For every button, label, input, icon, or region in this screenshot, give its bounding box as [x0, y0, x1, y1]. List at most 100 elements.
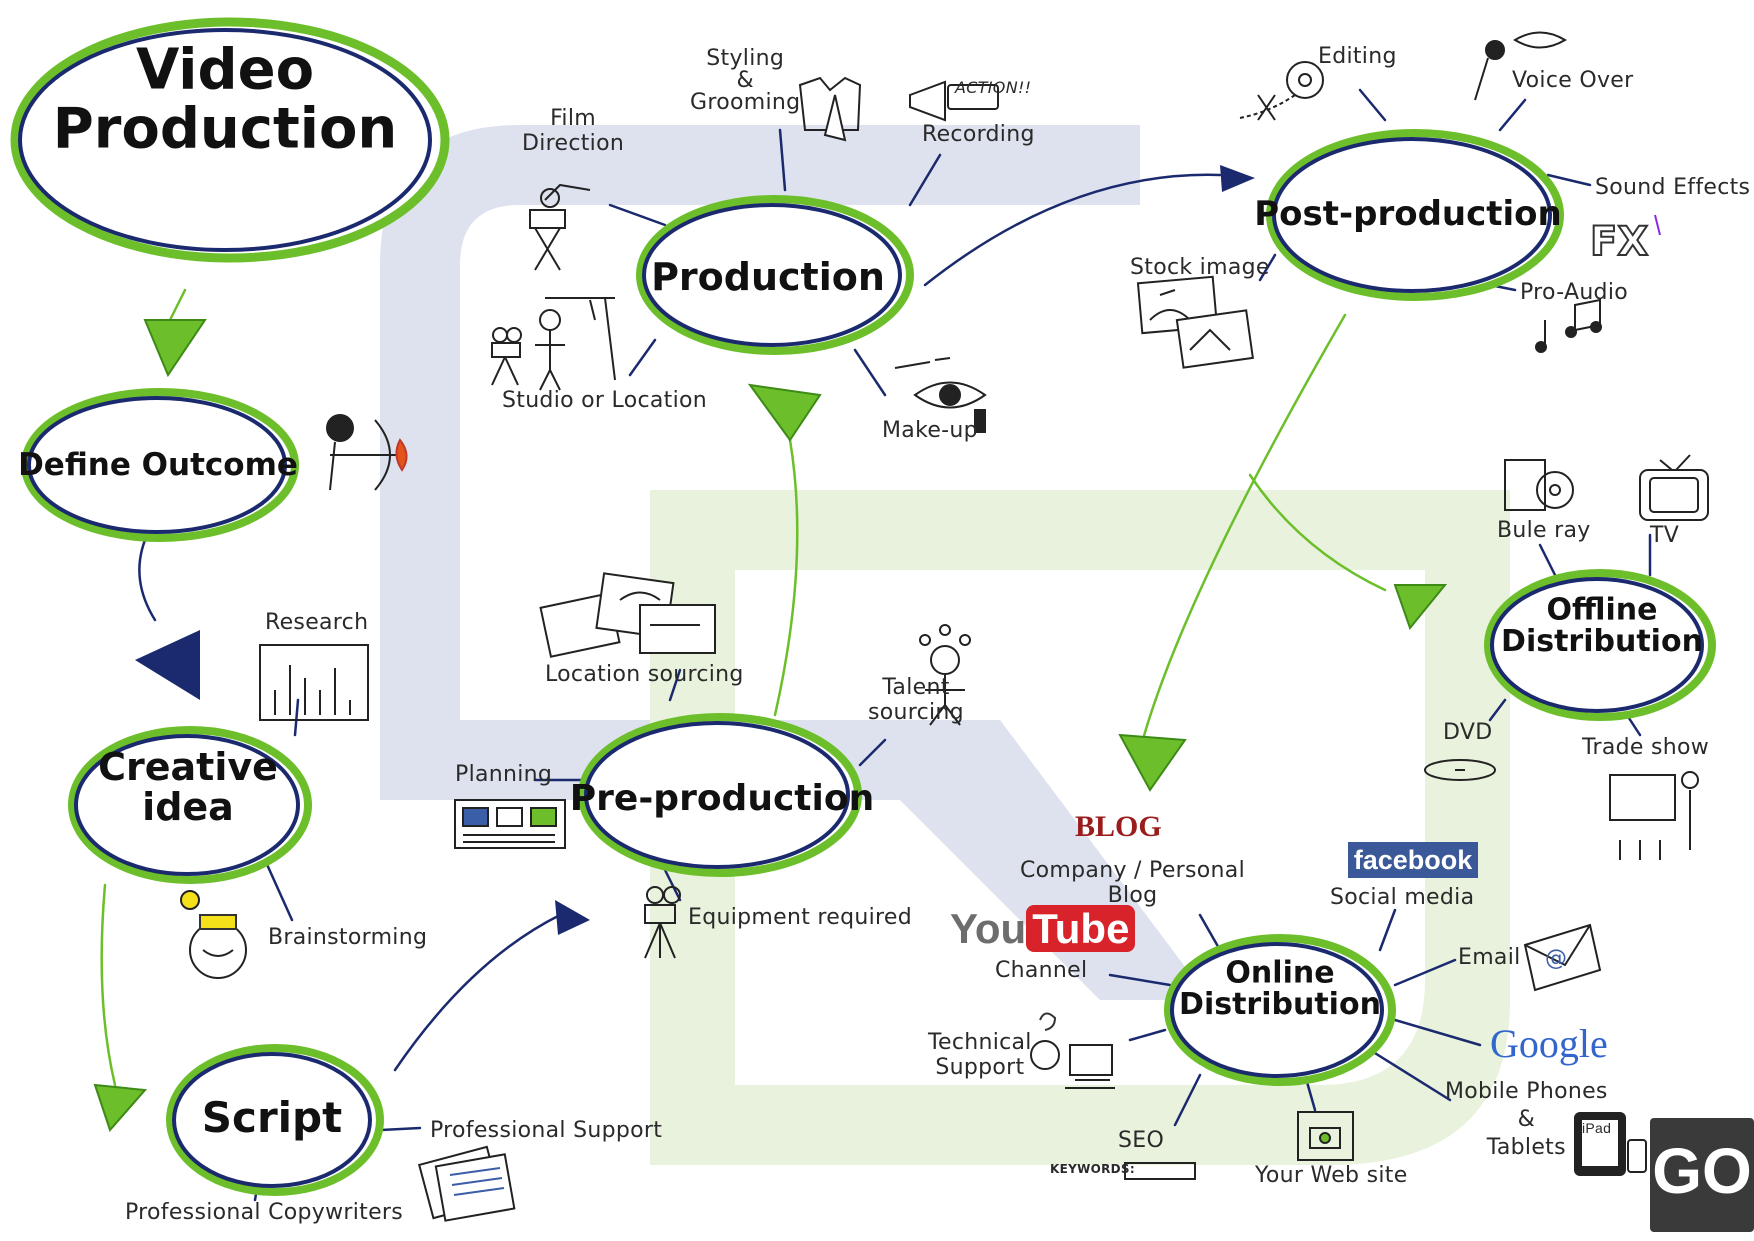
label-mobile-phones-tablets-text: Mobile Phones & Tablets	[1445, 1078, 1608, 1162]
label-line: Support	[935, 1055, 1025, 1080]
label-brainstorming: Brainstorming	[268, 925, 428, 950]
presentation-icon	[1609, 771, 1699, 860]
label-pro-audio: Pro-Audio	[1520, 280, 1628, 305]
node-script: Script	[202, 1093, 342, 1142]
planning-board-icon	[454, 799, 566, 849]
studio-icon	[491, 297, 616, 391]
background-green-shape	[650, 490, 1510, 1165]
storyboard-icon	[539, 572, 716, 658]
bluray-disc-icon	[1504, 459, 1574, 511]
connector-online-to-facebook	[1378, 908, 1397, 952]
define-outcome-ellipse	[21, 388, 299, 542]
go-badge-text: GO	[1652, 1135, 1752, 1207]
google-logo: Google	[1490, 1020, 1608, 1067]
arrowhead-to-offline	[1393, 584, 1448, 631]
label-research: Research	[265, 610, 369, 635]
connector-offline-to-dvd	[1488, 698, 1507, 722]
connector-offline-to-bluray	[1538, 543, 1557, 577]
production-ellipse	[636, 195, 914, 355]
node-pre-production: Pre-production	[570, 778, 874, 819]
script-ellipse	[166, 1044, 384, 1196]
connector-post-to-editing	[1358, 88, 1387, 122]
connector-post-to-sound	[1546, 173, 1592, 187]
label-line: &	[1517, 1107, 1536, 1132]
tv-icon	[1639, 454, 1709, 521]
webpage-icon	[1297, 1111, 1354, 1161]
arrowhead-to-production	[747, 383, 822, 442]
music-notes-icon	[1535, 298, 1602, 353]
arrowhead-to-creative	[135, 630, 200, 700]
label-recording: Recording	[922, 122, 1035, 147]
clothes-icon	[798, 76, 862, 142]
fx-icon: FX	[1589, 214, 1661, 266]
label-professional-support: Professional Support	[430, 1118, 663, 1143]
node-define-outcome: Define Outcome	[18, 447, 298, 483]
label-line: Styling	[706, 46, 785, 71]
label-stock-image: Stock image	[1130, 255, 1270, 280]
connector-online-to-technical	[1128, 1028, 1167, 1042]
label-ipad: iPad	[1582, 1120, 1612, 1136]
connector-creative-to-research	[293, 698, 300, 737]
label-line: Tablets	[1486, 1135, 1566, 1160]
connector-define-to-creative	[138, 538, 157, 622]
label-your-web-site: Your Web site	[1255, 1163, 1408, 1188]
blog-logo: BLOG	[1075, 810, 1162, 843]
label-mobile-phones-tablets: Mobile Phones & Tablets	[1445, 1078, 1608, 1162]
flow-pre-to-prod	[773, 438, 799, 717]
arrowhead-to-post	[1220, 165, 1255, 192]
connector-creative-to-brainstorming	[263, 858, 294, 922]
youtube-you-text: You	[950, 905, 1027, 952]
connector-online-to-mobile	[1368, 1048, 1452, 1102]
camera-tripod-icon	[644, 886, 681, 959]
chart-icon	[259, 644, 369, 721]
facebook-logo: facebook	[1348, 842, 1478, 878]
microphone-lips-icon	[1474, 31, 1567, 101]
label-line: Mobile Phones	[1445, 1079, 1608, 1104]
arrowhead-to-script	[93, 1083, 148, 1132]
connector-pre-to-talent	[858, 738, 887, 767]
connector-post-to-voice	[1498, 98, 1527, 132]
svg-text:@: @	[1545, 946, 1567, 971]
juggler-icon	[919, 624, 971, 726]
connector-online-to-email	[1393, 958, 1457, 987]
label-line: Film	[550, 106, 596, 131]
label-line: Company / Personal	[1020, 858, 1245, 883]
label-voice-over: Voice Over	[1512, 68, 1634, 93]
pre-production-ellipse	[578, 713, 862, 877]
go-badge[interactable]: GO	[1650, 1118, 1754, 1232]
title-ellipse	[10, 17, 450, 263]
node-post-production: Post-production	[1254, 194, 1562, 234]
arrowhead-to-pre	[555, 900, 590, 935]
connector-prod-to-studio	[628, 338, 657, 377]
keyword-box-icon	[1124, 1162, 1196, 1180]
megaphone-icon	[909, 80, 999, 122]
arrowhead-to-online	[1118, 733, 1187, 792]
label-location-sourcing: Location sourcing	[545, 662, 744, 687]
offline-distribution-ellipse	[1484, 569, 1716, 721]
flow-title-to-define	[168, 288, 187, 322]
label-equipment-required: Equipment required	[688, 905, 912, 930]
post-production-ellipse	[1266, 129, 1564, 301]
film-reel-icon	[1239, 61, 1324, 121]
google-text: Google	[1490, 1021, 1608, 1066]
connector-online-to-google	[1393, 1018, 1482, 1047]
label-dvd: DVD	[1443, 720, 1493, 745]
archer-icon	[326, 414, 408, 491]
thinking-head-icon	[180, 890, 247, 979]
label-line: Grooming	[690, 90, 801, 115]
label-styling-grooming-text: Styling&Grooming	[690, 48, 800, 114]
flow-post-to-offline	[1248, 473, 1387, 592]
creative-idea-ellipse	[68, 726, 312, 884]
flow-post-to-online	[1138, 313, 1347, 752]
node-production: Production	[651, 255, 885, 299]
